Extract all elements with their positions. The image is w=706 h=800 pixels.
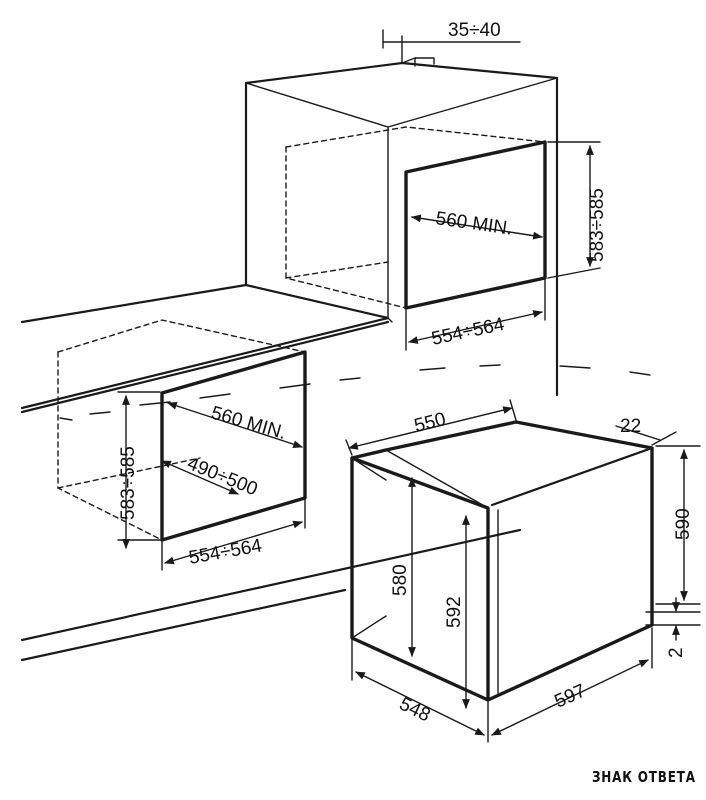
dim-column-height: 583÷585 bbox=[587, 188, 608, 262]
dim-oven-front-thickness: 22 bbox=[620, 416, 641, 437]
dim-column-width: 554÷564 bbox=[430, 314, 507, 350]
dim-oven-depth: 550 bbox=[412, 409, 448, 437]
dim-oven-body-width: 548 bbox=[396, 694, 434, 727]
oven bbox=[350, 420, 654, 702]
dim-under-inner-depth: 490÷500 bbox=[184, 453, 260, 500]
dim-oven-total-height: 590 bbox=[673, 508, 694, 540]
dimension-lines bbox=[117, 29, 701, 743]
dim-under-width: 554÷564 bbox=[187, 535, 264, 569]
worktop bbox=[20, 283, 651, 662]
dim-top-gap: 35÷40 bbox=[448, 20, 501, 41]
column-cabinet bbox=[244, 57, 559, 397]
dim-column-depth: 560 MIN. bbox=[434, 208, 513, 240]
dim-under-height: 583÷585 bbox=[118, 446, 139, 520]
watermark: ЗНАК ОТВЕТА bbox=[592, 768, 696, 786]
dim-oven-side-gap: 2 bbox=[666, 647, 687, 658]
dim-under-depth: 560 MIN. bbox=[209, 403, 289, 444]
dim-oven-front-width: 597 bbox=[551, 680, 589, 712]
dim-oven-front-height: 592 bbox=[444, 596, 465, 628]
dim-oven-body-height: 580 bbox=[390, 564, 411, 596]
